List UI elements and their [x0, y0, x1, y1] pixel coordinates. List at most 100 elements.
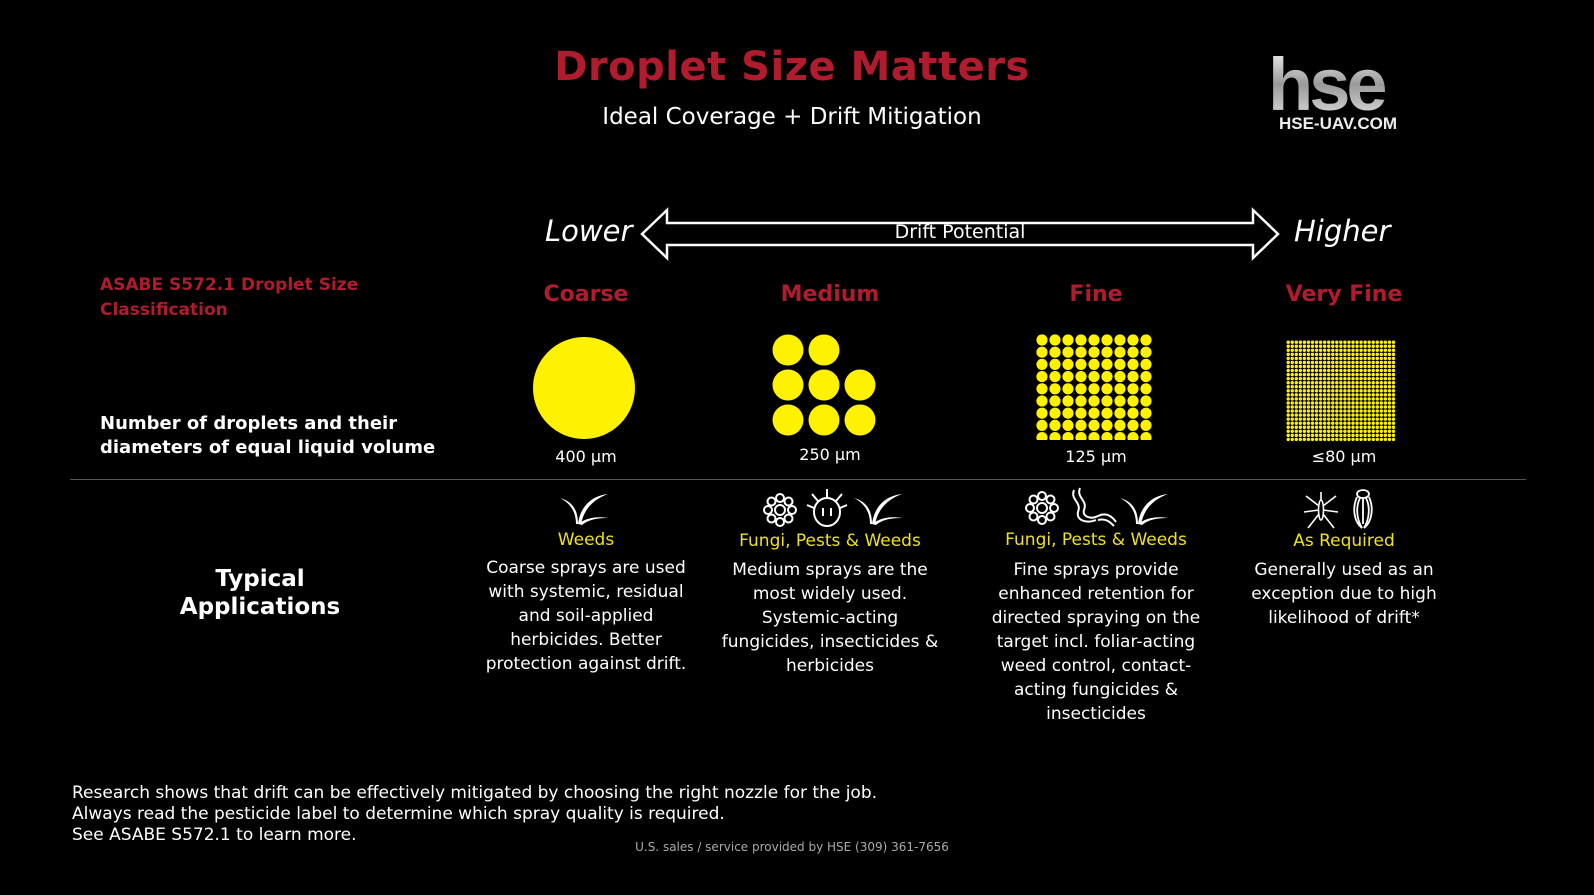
droplet	[1387, 393, 1392, 397]
droplet	[1343, 381, 1347, 385]
droplet	[1140, 371, 1152, 383]
droplet	[1318, 344, 1323, 348]
droplet	[1367, 352, 1371, 357]
droplet	[1049, 334, 1061, 346]
droplet	[1375, 368, 1379, 373]
droplet	[1339, 405, 1343, 409]
droplet	[1347, 352, 1351, 357]
droplet	[1379, 425, 1384, 429]
droplet	[1375, 393, 1379, 397]
droplet	[1387, 413, 1392, 417]
droplet	[1335, 348, 1339, 352]
cicada-icon	[1353, 489, 1373, 529]
droplet	[1339, 429, 1343, 433]
droplet	[1387, 389, 1392, 393]
droplet	[1318, 421, 1323, 425]
footer-line-3: See ASABE S572.1 to learn more.	[72, 825, 357, 845]
droplet	[1379, 429, 1384, 433]
droplet	[1367, 409, 1371, 413]
droplet	[1310, 429, 1315, 433]
droplet	[1339, 437, 1343, 442]
droplet	[1359, 413, 1363, 417]
droplet	[1387, 352, 1392, 357]
droplet	[1375, 409, 1379, 413]
droplet	[1302, 368, 1307, 373]
droplet	[1335, 344, 1339, 348]
droplet	[1375, 376, 1379, 381]
droplet	[1314, 421, 1319, 425]
droplet	[1327, 372, 1331, 377]
droplet	[1339, 360, 1343, 365]
droplet	[1383, 381, 1388, 385]
droplet	[1327, 405, 1331, 409]
weed-icon	[1120, 494, 1168, 525]
droplet	[1310, 397, 1315, 401]
droplet	[1294, 433, 1298, 438]
droplet	[1371, 405, 1375, 409]
droplet	[1310, 433, 1315, 438]
droplet	[1391, 360, 1396, 365]
droplet	[1075, 432, 1087, 440]
droplet	[1367, 340, 1371, 344]
classification-label: ASABE S572.1 Droplet Size Classification	[100, 275, 359, 320]
droplet	[1302, 397, 1307, 401]
droplet	[1343, 405, 1347, 409]
droplet	[1383, 368, 1388, 373]
droplet	[1331, 385, 1335, 389]
droplet	[1306, 429, 1311, 433]
droplet	[808, 404, 840, 436]
droplet	[1351, 393, 1355, 397]
droplet	[1314, 344, 1319, 348]
droplet	[1075, 419, 1087, 431]
droplet	[1367, 389, 1371, 393]
droplet	[1075, 383, 1087, 395]
droplet	[1383, 356, 1388, 361]
droplet	[1355, 429, 1359, 433]
droplet	[1075, 407, 1087, 419]
droplet	[1339, 352, 1343, 357]
droplet	[1367, 381, 1371, 385]
droplet	[1351, 385, 1355, 389]
droplet	[1286, 356, 1290, 361]
droplet	[1363, 348, 1367, 352]
droplet	[1114, 432, 1126, 440]
droplet	[1290, 385, 1294, 389]
droplet	[1114, 346, 1126, 358]
droplet	[1306, 413, 1311, 417]
droplet	[1335, 385, 1339, 389]
droplet	[1302, 417, 1307, 421]
droplet	[1375, 344, 1379, 348]
droplet	[1331, 389, 1335, 393]
droplet	[1318, 429, 1323, 433]
droplet	[808, 334, 840, 366]
droplet	[1302, 344, 1307, 348]
droplet	[1391, 429, 1396, 433]
drift-arrow	[640, 207, 1280, 261]
droplet	[1318, 425, 1323, 429]
droplet	[1335, 360, 1339, 365]
droplet	[1379, 393, 1384, 397]
droplet	[1310, 413, 1315, 417]
droplet	[1379, 417, 1384, 421]
droplet	[1286, 425, 1290, 429]
droplet	[1351, 397, 1355, 401]
droplet	[1379, 352, 1384, 357]
droplet	[1302, 376, 1307, 381]
droplet	[1331, 401, 1335, 405]
droplet	[1335, 417, 1339, 421]
droplet	[1114, 395, 1126, 407]
droplet	[1286, 381, 1290, 385]
droplet	[1343, 376, 1347, 381]
droplet	[1127, 395, 1139, 407]
droplet	[1286, 385, 1290, 389]
droplet	[1387, 401, 1392, 405]
droplet	[1049, 407, 1061, 419]
droplet	[1335, 433, 1339, 438]
droplet	[1351, 417, 1355, 421]
droplet	[1294, 413, 1298, 417]
droplet	[1335, 381, 1339, 385]
droplet	[1367, 429, 1371, 433]
droplet	[1387, 364, 1392, 369]
droplet	[1310, 425, 1315, 429]
droplet	[1322, 397, 1327, 401]
